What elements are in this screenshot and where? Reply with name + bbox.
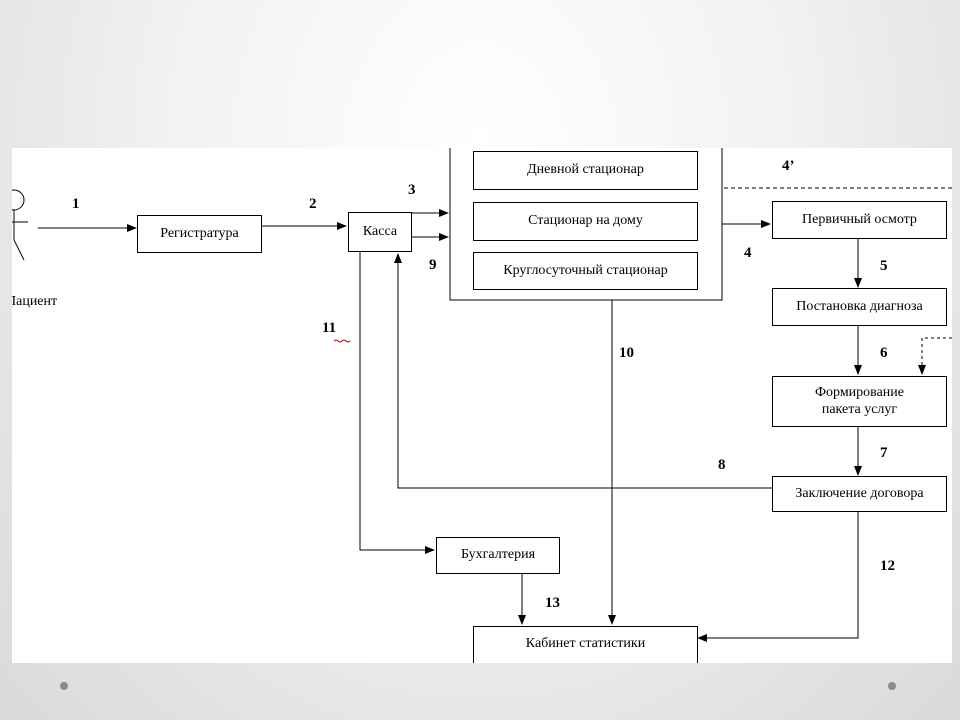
spellcheck-underline <box>333 339 351 343</box>
edge-label-10: 10 <box>619 345 634 361</box>
edge-label-13: 13 <box>545 595 560 611</box>
arrow-zaklyuchenie-to-kabinet <box>697 512 859 642</box>
stacionar-na-domu-node: Стационар на дому <box>473 202 698 241</box>
edge-label-4: 4 <box>744 245 752 261</box>
edge-label-3: 3 <box>408 182 416 198</box>
postanovka-diagnoza-node: Постановка диагноза <box>772 288 947 326</box>
kabinet-statistiki-node: Кабинет статистики <box>473 626 698 663</box>
dashed-arrow-to-formirovanie <box>918 337 952 375</box>
edge-label-1: 1 <box>72 196 80 212</box>
registratura-node: Регистратура <box>137 215 262 253</box>
edge-label-4prime: 4’ <box>782 158 795 174</box>
edge-label-5: 5 <box>880 258 888 274</box>
zaklyuchenie-dogovora-node: Заключение договора <box>772 476 947 512</box>
patient-label: Пациент <box>12 294 58 309</box>
edge-label-2: 2 <box>309 196 317 212</box>
patient-actor-icon <box>12 189 28 261</box>
dnevnoy-stacionar-node: Дневной стационар <box>473 151 698 190</box>
pervichny-osmotr-node: Первичный осмотр <box>772 201 947 239</box>
arrow-kassa-to-buhgalteriya <box>359 252 435 554</box>
arrow-zaklyuchenie-to-kassa <box>394 253 772 489</box>
edge-label-9: 9 <box>429 257 437 273</box>
edge-label-8: 8 <box>718 457 726 473</box>
edge-label-11: 11 <box>322 320 337 336</box>
edge-label-6: 6 <box>880 345 888 361</box>
slide-dot-left <box>60 682 68 690</box>
buhgalteriya-node: Бухгалтерия <box>436 537 560 574</box>
edge-label-7: 7 <box>880 445 888 461</box>
kassa-node: Касса <box>348 212 412 252</box>
slide-dot-right <box>888 682 896 690</box>
edge-label-12: 12 <box>880 558 895 574</box>
formirovanie-paketa-node: Формирование пакета услуг <box>772 376 947 427</box>
kruglosutochny-stacionar-node: Круглосуточный стационар <box>473 252 698 290</box>
connector-lines <box>12 148 952 642</box>
diagram-canvas: Пациент Регистратура Касса Дневной стаци… <box>12 148 952 663</box>
